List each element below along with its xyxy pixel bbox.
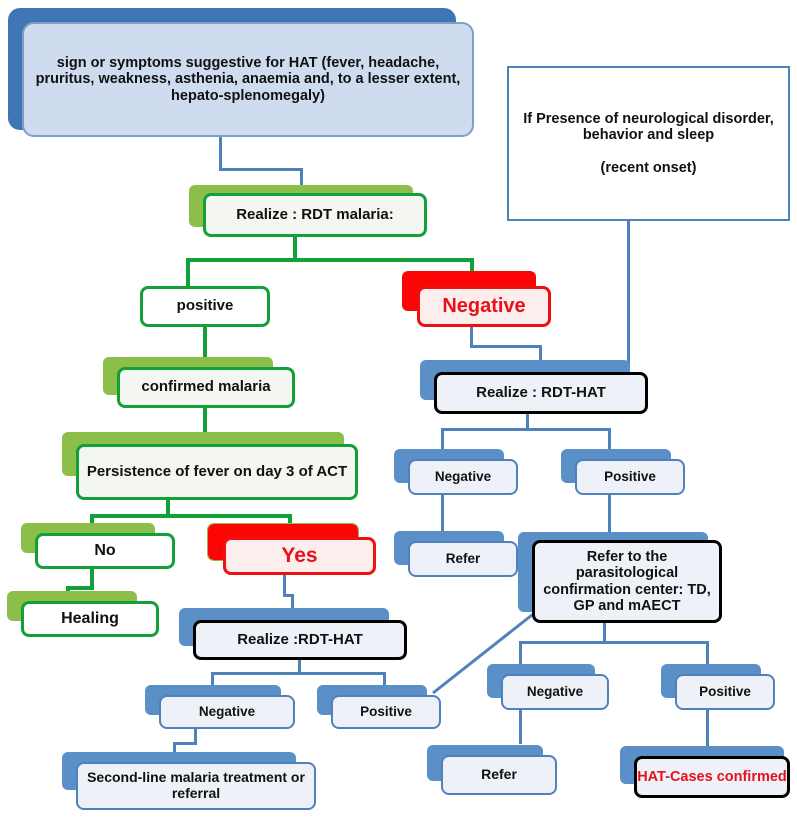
connector-rdthat-right-stem <box>526 414 529 430</box>
connector-rdt-malaria-bar <box>186 258 474 262</box>
rdt-malaria-box: Realize : RDT malaria: <box>203 193 427 237</box>
para-positive-text: Positive <box>699 684 751 700</box>
no-box: No <box>35 533 175 569</box>
hat-negative-2-box: Negative <box>159 695 295 729</box>
negative-malaria-text: Negative <box>442 295 526 318</box>
connector-hatneg2-across <box>173 742 197 745</box>
connector-rdt-to-negative <box>470 258 474 274</box>
second-line-text: Second-line malaria treatment or referra… <box>87 769 305 801</box>
connector-rdthat-left-bar <box>211 672 386 675</box>
confirmed-malaria-box: confirmed malaria <box>117 367 295 408</box>
hat-negative-2-text: Negative <box>198 704 256 720</box>
connector-rdthat-left-to-negative <box>211 672 214 690</box>
rdt-hat-right-box: Realize : RDT-HAT <box>434 372 648 414</box>
connector-rdthat-to-positive1 <box>608 428 611 450</box>
connector-negative-to-rdthat <box>539 345 542 371</box>
connector-persistence-to-yes <box>288 514 292 532</box>
connector-confirmed-to-persistence <box>203 408 207 440</box>
connector-negative-down <box>470 327 473 347</box>
no-text: No <box>94 542 116 560</box>
para-positive-box: Positive <box>675 674 775 710</box>
refer-2-text: Refer <box>481 766 517 783</box>
connector-no-down <box>90 569 94 589</box>
healing-box: Healing <box>21 601 159 637</box>
hat-positive-1-box: Positive <box>575 459 685 495</box>
refer-1-box: Refer <box>408 541 518 577</box>
rdt-hat-right-text: Realize : RDT-HAT <box>476 383 606 401</box>
connector-hatpos1-to-parasito <box>608 495 611 532</box>
hat-confirmed-box: HAT-Cases confirmed <box>634 756 790 798</box>
connector-yes-jog <box>283 594 294 597</box>
connector-parapos-down <box>706 710 709 746</box>
refer-1-text: Refer <box>445 551 481 567</box>
connector-no-across <box>66 586 94 590</box>
connector-rdthat-left-stem <box>298 660 301 674</box>
connector-negative-across <box>470 345 542 348</box>
connector-positive-diagonal <box>432 609 538 695</box>
negative-malaria-box: Negative <box>417 286 551 327</box>
connector-persistence-bar <box>90 514 292 518</box>
connector-rdthat-right-bar <box>441 428 611 431</box>
connector-rdthat-left-to-positive <box>383 672 386 690</box>
connector-parasito-stem <box>603 623 606 643</box>
hat-positive-2-box: Positive <box>331 695 441 729</box>
connector-persistence-stem <box>166 500 170 516</box>
second-line-box: Second-line malaria treatment or referra… <box>76 762 316 810</box>
connector-symptoms-down <box>219 137 222 171</box>
neurological-box: If Presence of neurological disorder, be… <box>507 66 790 221</box>
hat-negative-1-text: Negative <box>434 469 492 485</box>
parasito-box: Refer to the parasitological confirmatio… <box>532 540 722 623</box>
positive-malaria-text: positive <box>176 297 234 315</box>
connector-symptoms-to-rdt <box>300 168 303 190</box>
connector-parasito-to-negative <box>519 641 522 665</box>
connector-positive-to-confirmed <box>203 327 207 361</box>
connector-yes-down-2 <box>291 594 294 614</box>
connector-rdt-malaria-stem <box>293 237 297 261</box>
persistence-fever-text: Persistence of fever on day 3 of ACT <box>86 462 348 480</box>
connector-parasito-to-positive <box>706 641 709 665</box>
confirmed-malaria-text: confirmed malaria <box>141 378 271 396</box>
para-negative-text: Negative <box>526 684 584 700</box>
hat-negative-1-box: Negative <box>408 459 518 495</box>
para-negative-box: Negative <box>501 674 609 710</box>
symptoms-text: sign or symptoms suggestive for HAT (fev… <box>35 55 461 104</box>
healing-text: Healing <box>61 610 119 628</box>
connector-hatneg1-to-refer <box>441 495 444 533</box>
connector-symptoms-across <box>219 168 303 171</box>
hat-positive-2-text: Positive <box>360 704 412 720</box>
persistence-fever-box: Persistence of fever on day 3 of ACT <box>76 444 358 500</box>
rdt-hat-left-text: Realize :RDT-HAT <box>237 630 363 648</box>
refer-2-box: Refer <box>441 755 557 795</box>
neurological-text-line2: (recent onset) <box>600 159 697 176</box>
yes-text: Yes <box>281 544 318 568</box>
connector-yes-down-1 <box>283 575 286 595</box>
connector-hatneg2-down <box>194 729 197 745</box>
yes-box: Yes <box>223 537 376 575</box>
connector-paraneg-down <box>519 710 522 744</box>
connector-parasito-bar <box>519 641 709 644</box>
hat-confirmed-text: HAT-Cases confirmed <box>637 768 787 785</box>
neurological-text-line1: If Presence of neurological disorder, be… <box>523 111 774 144</box>
rdt-hat-left-box: Realize :RDT-HAT <box>193 620 407 660</box>
connector-neuro-down <box>627 221 630 371</box>
connector-hatneg2-to-secondline <box>173 742 176 758</box>
symptoms-box: sign or symptoms suggestive for HAT (fev… <box>22 22 474 137</box>
parasito-text: Refer to the parasitological confirmatio… <box>543 549 711 614</box>
positive-malaria-box: positive <box>140 286 270 327</box>
connector-rdthat-to-negative1 <box>441 428 444 450</box>
hat-positive-1-text: Positive <box>604 469 656 485</box>
rdt-malaria-text: Realize : RDT malaria: <box>236 205 394 223</box>
connector-rdt-to-positive <box>186 258 190 286</box>
